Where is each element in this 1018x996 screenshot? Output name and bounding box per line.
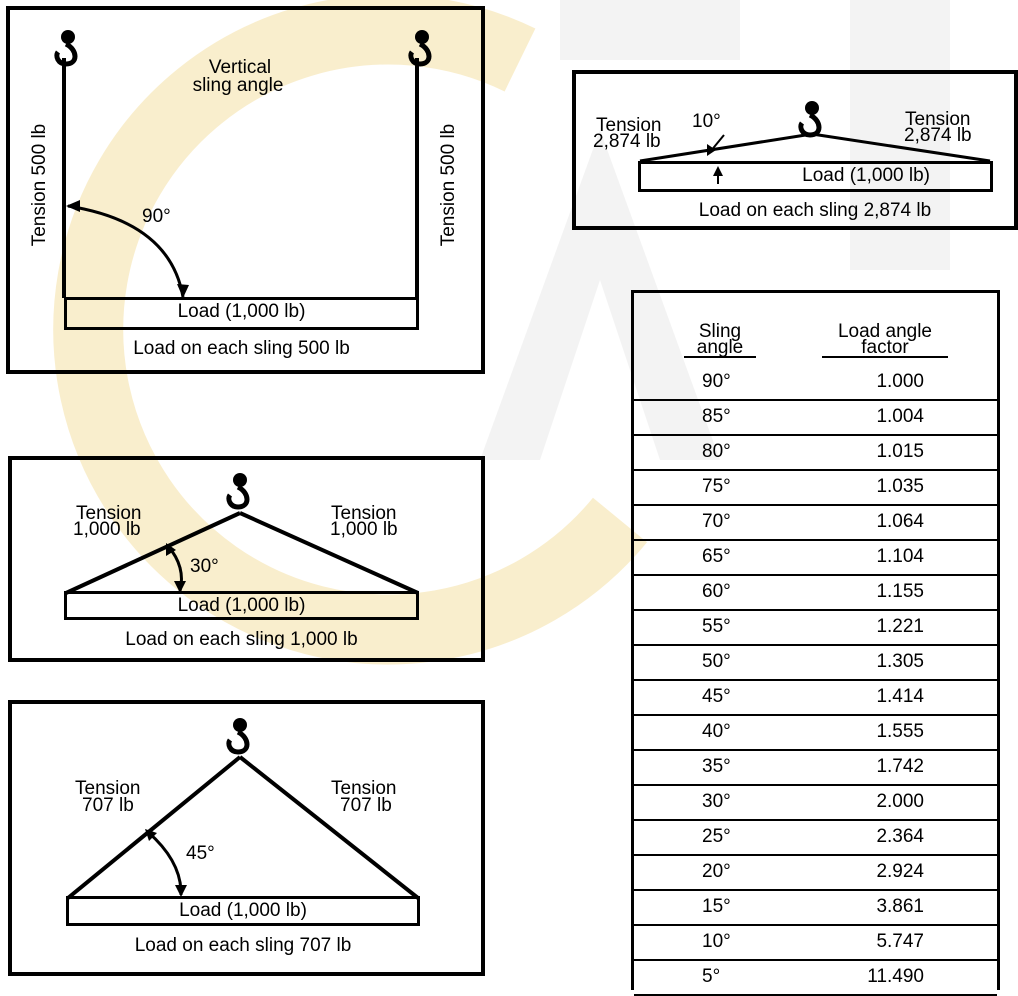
table-row: 60° 1.155 <box>634 576 997 611</box>
load-angle-factor-cell: 1.064 <box>876 511 924 532</box>
load-angle-factor-cell: 2.364 <box>876 826 924 847</box>
load-angle-factor-cell: 1.305 <box>876 651 924 672</box>
table-row: 50° 1.305 <box>634 646 997 681</box>
load-per-sling-caption: Load on each sling 2,874 lb <box>698 200 932 221</box>
load-angle-factor-cell: 1.742 <box>876 756 924 777</box>
sling-angle-cell: 80° <box>702 441 731 462</box>
load-angle-factor-cell: 1.155 <box>876 581 924 602</box>
tension-right-label: Tension <box>905 109 971 130</box>
vertical-sling-angle-label-line2: sling angle <box>192 75 284 96</box>
panel-45-degree <box>8 700 485 976</box>
panel-vertical-sling <box>6 6 485 374</box>
tension-right-value: 707 lb <box>340 795 392 816</box>
load-box: Load (1,000 lb) <box>638 161 993 192</box>
load-box: Load (1,000 lb) <box>66 896 420 926</box>
load-angle-factor-cell: 1.221 <box>876 616 924 637</box>
sling-angle-header-line2: angle <box>684 338 756 358</box>
sling-angle-cell: 35° <box>702 756 731 777</box>
load-box: Load (1,000 lb) <box>64 297 419 330</box>
panel-10-degree <box>572 70 1018 230</box>
tension-right-label: Tension <box>331 778 397 799</box>
load-angle-factor-cell: 2.924 <box>876 861 924 882</box>
table-row: 55° 1.221 <box>634 611 997 646</box>
table-row: 65° 1.104 <box>634 541 997 576</box>
load-angle-factor-cell: 1.035 <box>876 476 924 497</box>
load-angle-factor-cell: 1.015 <box>876 441 924 462</box>
tension-left-label: Tension <box>596 115 662 136</box>
table-row: 40° 1.555 <box>634 716 997 751</box>
sling-angle-cell: 15° <box>702 896 731 917</box>
table-row: 10° 5.747 <box>634 926 997 961</box>
tension-right-value: 1,000 lb <box>330 519 398 540</box>
table-row: 75° 1.035 <box>634 471 997 506</box>
sling-angle-cell: 45° <box>702 686 731 707</box>
load-angle-factor-table: Sling angle Load angle factor 90° 1.000 85… <box>631 290 1000 996</box>
table-row: 15° 3.861 <box>634 891 997 926</box>
tension-left-label: Tension <box>76 503 142 524</box>
table-row: 25° 2.364 <box>634 821 997 856</box>
sling-angle-header-line1: Sling <box>698 321 742 342</box>
table-row: 35° 1.742 <box>634 751 997 786</box>
angle-45-label: 45° <box>186 843 215 864</box>
sling-angle-cell: 65° <box>702 546 731 567</box>
angle-30-label: 30° <box>190 556 219 577</box>
angle-90-label: 90° <box>142 206 171 227</box>
vertical-sling-angle-label-line1: Vertical <box>208 57 272 78</box>
panel-30-degree <box>8 456 485 662</box>
table-row: 70° 1.064 <box>634 506 997 541</box>
load-box: Load (1,000 lb) <box>64 591 419 620</box>
sling-angle-cell: 40° <box>702 721 731 742</box>
table-row: 85° 1.004 <box>634 401 997 436</box>
load-per-sling-caption: Load on each sling 500 lb <box>133 338 350 359</box>
table-row: 20° 2.924 <box>634 856 997 891</box>
load-angle-factor-header-line1: Load angle <box>837 321 933 342</box>
sling-angle-cell: 25° <box>702 826 731 847</box>
sling-angle-cell: 75° <box>702 476 731 497</box>
sling-angle-cell: 85° <box>702 406 731 427</box>
sling-angle-cell: 55° <box>702 616 731 637</box>
sling-angle-cell: 70° <box>702 511 731 532</box>
load-angle-factor-header-line2: factor <box>822 338 948 358</box>
load-angle-factor-cell: 11.490 <box>867 966 924 987</box>
load-per-sling-caption: Load on each sling 1,000 lb <box>125 629 358 650</box>
load-per-sling-caption: Load on each sling 707 lb <box>134 935 352 956</box>
tension-left-value: 707 lb <box>82 795 134 816</box>
load-angle-factor-cell: 5.747 <box>876 931 924 952</box>
load-angle-factor-cell: 1.000 <box>876 371 924 392</box>
sling-angle-cell: 10° <box>702 931 731 952</box>
table-row: 45° 1.414 <box>634 681 997 716</box>
angle-10-label: 10° <box>692 111 721 132</box>
sling-angle-cell: 90° <box>702 371 731 392</box>
sling-angle-cell: 5° <box>702 966 721 987</box>
tension-left-value: 2,874 lb <box>593 131 661 152</box>
sling-angle-cell: 60° <box>702 581 731 602</box>
sling-angle-cell: 50° <box>702 651 731 672</box>
tension-right-value: 2,874 lb <box>904 125 972 146</box>
sling-angle-header: Sling angle <box>684 321 756 358</box>
load-angle-factor-header: Load angle factor <box>822 321 948 358</box>
table-row: 90° 1.000 <box>634 366 997 401</box>
load-angle-factor-cell: 1.555 <box>876 721 924 742</box>
load-angle-factor-cell: 2.000 <box>876 791 924 812</box>
load-angle-factor-cell: 3.861 <box>876 896 924 917</box>
tension-left-label: Tension <box>75 778 141 799</box>
tension-right-label: Tension <box>331 503 397 524</box>
table-row: 5° 11.490 <box>634 961 997 996</box>
sling-angle-cell: 20° <box>702 861 731 882</box>
table-row: 30° 2.000 <box>634 786 997 821</box>
tension-left-value: 1,000 lb <box>73 519 141 540</box>
load-angle-factor-cell: 1.004 <box>876 406 924 427</box>
table-row: 80° 1.015 <box>634 436 997 471</box>
sling-angle-cell: 30° <box>702 791 731 812</box>
load-angle-factor-cell: 1.104 <box>876 546 924 567</box>
load-angle-factor-cell: 1.414 <box>876 686 924 707</box>
